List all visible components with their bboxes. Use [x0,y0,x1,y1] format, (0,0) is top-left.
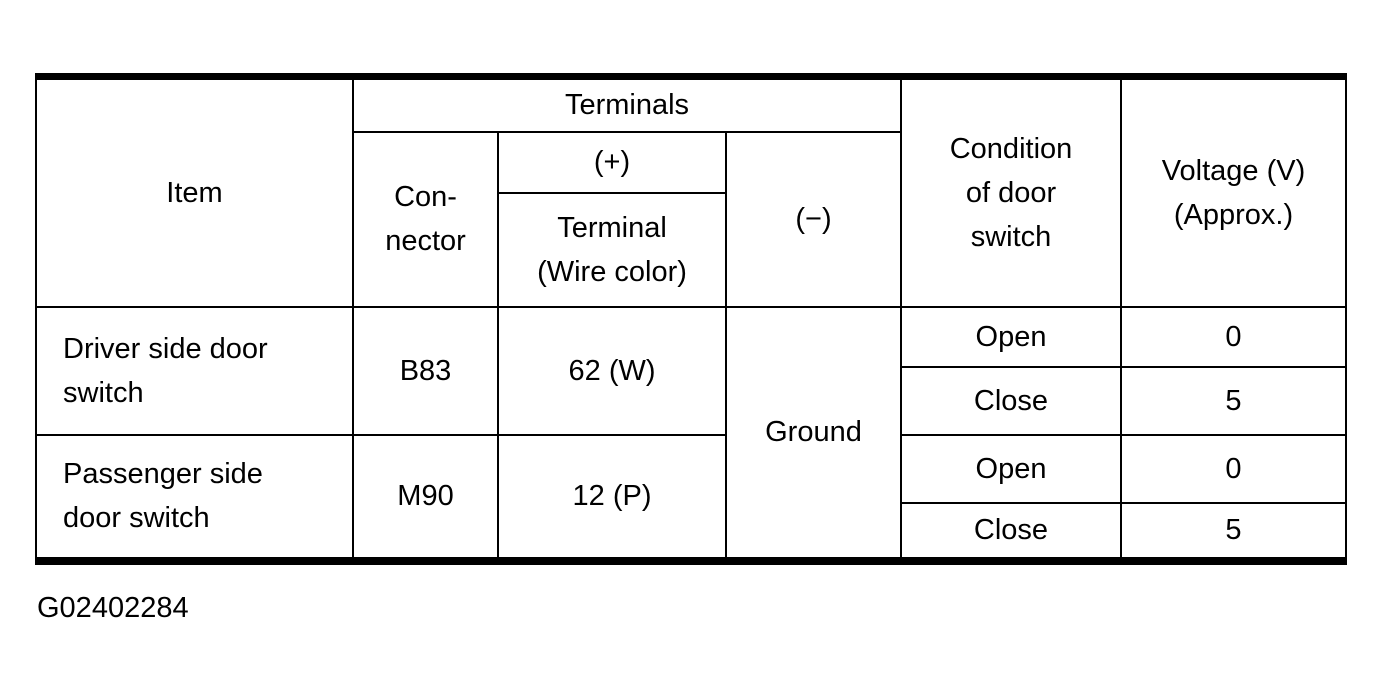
cell-driver-connector: B83 [352,305,499,436]
header-cell-plus: (+) [497,130,727,194]
header-cell-minus: (−) [725,130,902,308]
door-switch-voltage-table: Item Terminals Condition of door switch … [35,73,1347,565]
cell-passenger-voltage-close: 5 [1120,501,1347,562]
cell-passenger-item: Passenger side door switch [35,433,354,562]
cell-driver-condition-open: Open [900,305,1122,368]
header-cell-connector: Con- nector [352,130,499,308]
cell-driver-terminal: 62 (W) [497,305,727,436]
cell-passenger-voltage-open: 0 [1120,433,1347,504]
header-cell-voltage: Voltage (V) (Approx.) [1120,75,1347,308]
header-cell-condition-of-door-switch: Condition of door switch [900,75,1122,308]
cell-passenger-condition-close: Close [900,501,1122,562]
figure-id: G02402284 [37,592,189,624]
cell-passenger-terminal: 12 (P) [497,433,727,562]
cell-passenger-condition-open: Open [900,433,1122,504]
cell-passenger-connector: M90 [352,433,499,562]
cell-driver-voltage-open: 0 [1120,305,1347,368]
cell-minus-ground: Ground [725,305,902,562]
header-cell-terminals: Terminals [352,75,902,133]
cell-driver-item: Driver side door switch [35,305,354,436]
cell-driver-condition-close: Close [900,365,1122,436]
header-cell-item: Item [35,75,354,308]
cell-driver-voltage-close: 5 [1120,365,1347,436]
header-cell-terminal-wire-color: Terminal (Wire color) [497,191,727,308]
